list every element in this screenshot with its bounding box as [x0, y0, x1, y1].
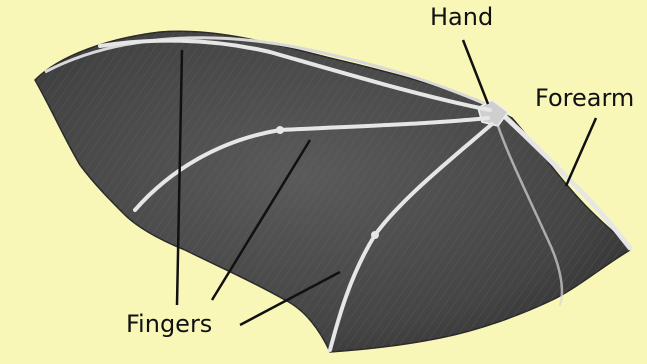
finger-joint-3	[371, 231, 379, 239]
finger-joint-2	[276, 126, 284, 134]
label-fingers: Fingers	[126, 310, 212, 338]
wing-texture	[35, 31, 630, 352]
hand-leader-line	[463, 40, 488, 104]
label-forearm: Forearm	[535, 84, 634, 112]
forearm-leader-line	[566, 118, 596, 186]
label-hand: Hand	[430, 3, 493, 31]
